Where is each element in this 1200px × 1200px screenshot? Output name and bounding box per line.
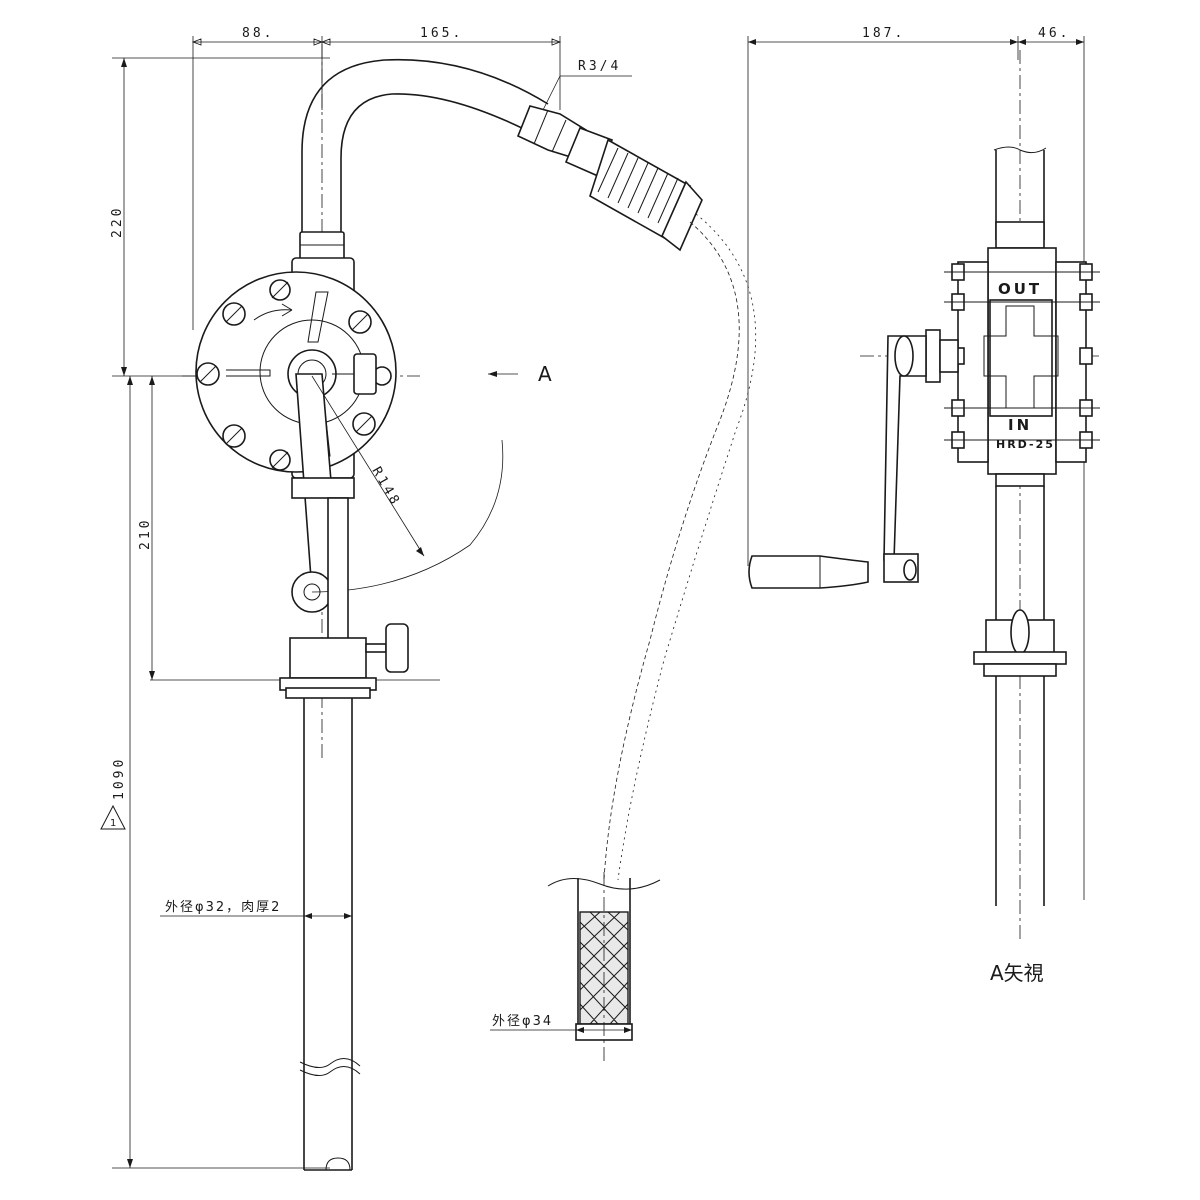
dim-88: 88. (242, 26, 274, 41)
view-arrow-a: A (538, 362, 552, 386)
side-bolts (944, 263, 1100, 449)
revision-triangle (100, 804, 126, 830)
hose-note: 外径φ34 (492, 1014, 553, 1029)
side-view-a: 187. 46. OUT IN HRD-25 (747, 26, 1100, 985)
dim-46: 46. (1038, 26, 1070, 41)
radius-r148: R148 (369, 465, 404, 510)
flange-bolts (196, 279, 392, 471)
hose-end-detail: 外径φ34 (490, 872, 661, 1064)
pipe-note: 外径φ32，肉厚2 (165, 900, 281, 915)
label-out: OUT (998, 280, 1042, 298)
dim-220: 220 (110, 206, 125, 238)
thread-callout: R3/4 (541, 59, 632, 113)
dim-165: 165. (420, 26, 463, 41)
left-dimensions: 220 210 1090 1 (100, 57, 440, 1169)
dim-187: 187. (862, 26, 905, 41)
label-in: IN (1008, 416, 1032, 434)
thread-label: R3/4 (578, 59, 621, 74)
top-dimensions-front: 88. 165. (191, 26, 562, 330)
view-title: A矢視 (990, 961, 1044, 985)
label-model: HRD-25 (996, 438, 1055, 451)
dim-210: 210 (138, 518, 153, 550)
front-view: R148 A 外径φ32，肉厚2 (160, 44, 757, 1171)
revision-number: 1 (110, 818, 118, 829)
dim-1090: 1090 (112, 757, 127, 800)
